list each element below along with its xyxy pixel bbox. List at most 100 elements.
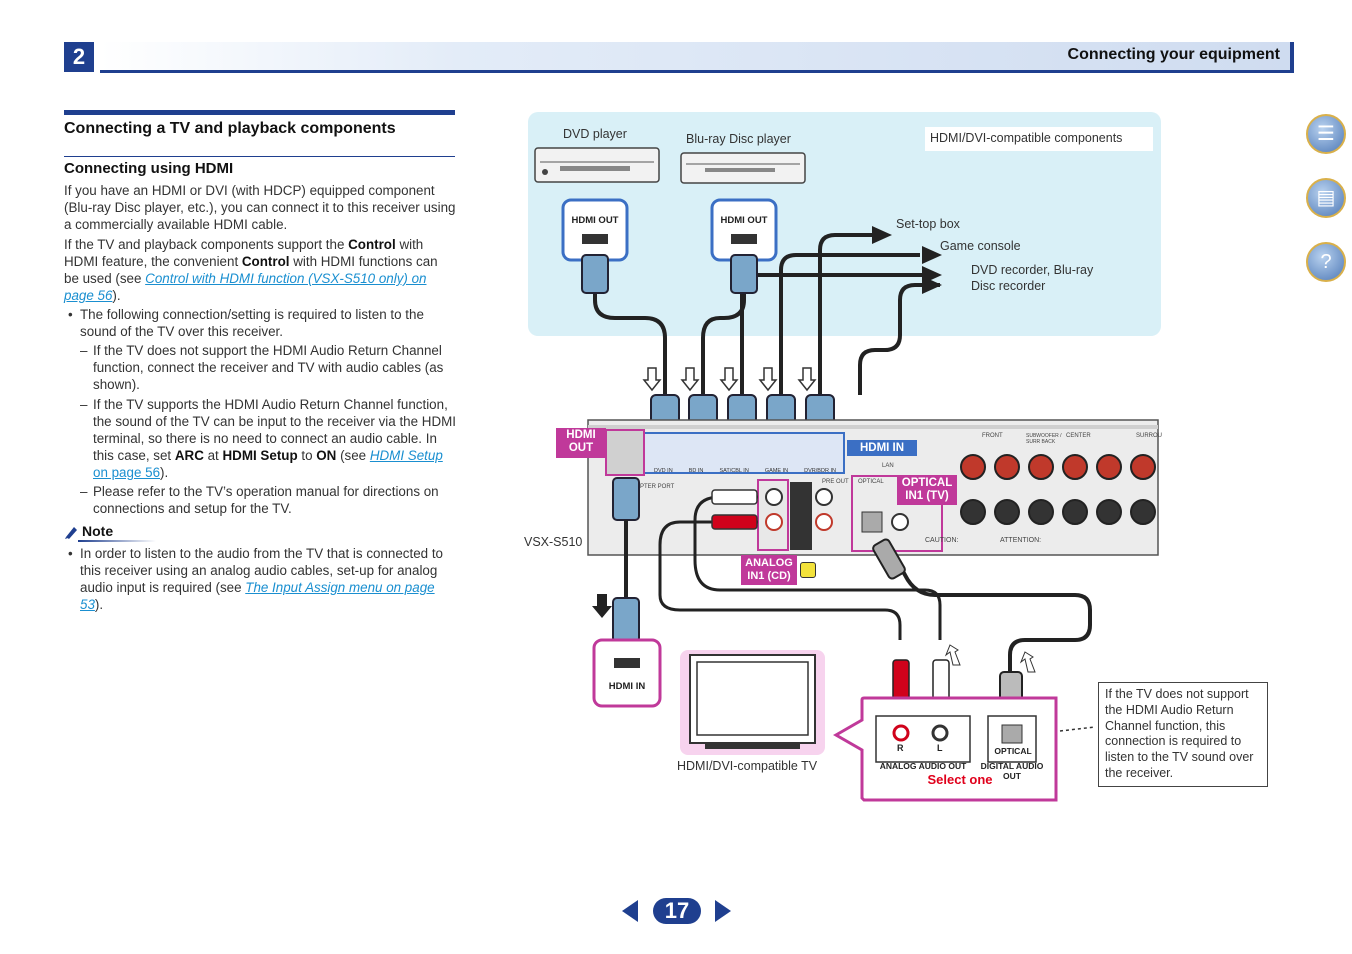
rca-plug-white xyxy=(711,489,758,505)
previous-page-icon[interactable] xyxy=(622,900,638,922)
optical-out-bracket xyxy=(987,715,1037,763)
header-bar: Connecting your equipment xyxy=(100,42,1294,73)
dvd-player-device xyxy=(534,147,660,183)
tv-label: HDMI/DVI-compatible TV xyxy=(677,759,818,773)
pre-out-jack xyxy=(815,513,833,531)
dash-mark: – xyxy=(80,484,88,499)
port-label: LAN xyxy=(882,463,894,469)
bluray-player-label: Blu-ray Disc player xyxy=(686,132,791,146)
bullet-dot: • xyxy=(68,546,73,561)
dvd-hdmi-out-port xyxy=(561,198,629,262)
hdmi-cable xyxy=(779,253,920,395)
tv-screen xyxy=(696,661,809,736)
section-rule xyxy=(64,110,455,115)
tv-hdmi-in-label: HDMI IN xyxy=(608,681,646,692)
digital-audio-out-label: DIGITAL AUDIO OUT xyxy=(980,761,1044,781)
book-icon[interactable]: ☰ xyxy=(1306,114,1346,154)
receiver-model-label: VSX-S510 xyxy=(524,535,583,549)
hdmi-cable xyxy=(818,233,885,395)
arc-note-box: If the TV does not support the HDMI Audi… xyxy=(1098,682,1268,787)
chapter-number: 2 xyxy=(64,42,94,72)
tv-hdmi-in-port xyxy=(592,638,662,708)
note-bullet: • In order to listen to the audio from t… xyxy=(68,546,443,612)
arrow-icon xyxy=(592,594,612,618)
dash-mark: – xyxy=(80,397,88,412)
port-label: PTER PORT xyxy=(640,484,675,490)
optical-cable xyxy=(886,544,1092,680)
hdmi-plug xyxy=(612,477,640,521)
intro-paragraph: If you have an HDMI or DVI (with HDCP) e… xyxy=(64,183,456,232)
dvd-recorder-label: DVD recorder, Blu-ray Disc recorder xyxy=(971,263,1094,293)
dash-mark: – xyxy=(80,343,88,358)
analog-in-tag: ANALOG IN1 (CD) xyxy=(741,555,797,585)
hdmi-out-label: HDMI OUT xyxy=(720,215,768,226)
edit-setting-icon xyxy=(800,562,816,578)
dash-item: – If the TV does not support the HDMI Au… xyxy=(80,343,444,392)
pre-out-jack xyxy=(815,488,833,506)
hdmi-components-label: HDMI/DVI-compatible components xyxy=(930,131,1123,145)
control-paragraph: If the TV and playback components suppor… xyxy=(64,237,438,303)
hdmi-in-tag: HDMI IN xyxy=(847,440,917,456)
next-page-icon[interactable] xyxy=(715,900,731,922)
components-label-box xyxy=(925,127,1153,151)
hdmi-out-tag: HDMI OUT xyxy=(556,428,606,458)
port-label: SURROU xyxy=(1136,433,1163,439)
note-rule xyxy=(78,540,156,542)
remote-icon[interactable]: ▤ xyxy=(1306,178,1346,218)
insert-arrow xyxy=(1019,651,1036,673)
port-label: SUBWOOFER / SURR BACK xyxy=(1026,433,1062,445)
optical-out-label: OPTICAL xyxy=(994,746,1032,756)
link-hdmi-setup-page[interactable]: on page 56 xyxy=(93,465,161,480)
hdmi-socket-icon xyxy=(614,658,640,668)
select-one-label: Select one xyxy=(927,772,993,787)
rca-jack-white xyxy=(931,724,949,742)
page-number: 17 xyxy=(653,898,701,924)
attention-label: ATTENTION: xyxy=(1000,537,1042,544)
set-top-box-label: Set-top box xyxy=(896,217,960,231)
rca-r-label: R xyxy=(897,743,904,753)
bd-hdmi-out-port xyxy=(710,198,778,262)
rca-l-label: L xyxy=(937,743,943,753)
note-leader xyxy=(1059,726,1096,732)
arrow-icon xyxy=(922,276,942,294)
pencil-icon xyxy=(65,527,77,539)
analog-audio-cable xyxy=(658,520,902,640)
rca-plug-red xyxy=(711,514,758,530)
port-label: CENTER xyxy=(1066,433,1091,439)
rca-jack-white xyxy=(765,488,783,506)
link-control-hdmi[interactable]: Control with HDMI function (VSX-S510 onl… xyxy=(64,271,427,303)
bullet-dot: • xyxy=(68,307,73,322)
hdmi-socket-icon xyxy=(582,234,608,244)
hdmi-cable xyxy=(593,260,667,395)
bluray-player-device xyxy=(680,152,806,184)
analog-out-bracket xyxy=(875,715,971,763)
link-input-assign[interactable]: The Input Assign menu on page 53 xyxy=(80,580,435,612)
insert-arrow xyxy=(944,644,961,666)
receiver-rear-panel xyxy=(587,419,1159,556)
analog-audio-out-label: ANALOG AUDIO OUT xyxy=(879,761,967,771)
arrow-icon xyxy=(872,226,892,244)
hdmi-cable xyxy=(858,283,940,395)
port-label: OPTICAL xyxy=(858,479,884,485)
link-hdmi-setup[interactable]: HDMI Setup xyxy=(369,448,443,463)
optical-in-tag: OPTICAL IN1 (TV) xyxy=(897,475,957,505)
hdmi-socket-icon xyxy=(731,234,757,244)
hdmi-out-label: HDMI OUT xyxy=(571,215,619,226)
bullet-item: • The following connection/setting is re… xyxy=(68,307,424,339)
dash-item: – Please refer to the TV’s operation man… xyxy=(80,484,439,516)
optical-plug xyxy=(872,538,906,580)
help-icon[interactable]: ? xyxy=(1306,242,1346,282)
rca-jack-red xyxy=(765,513,783,531)
tv-stand xyxy=(705,743,800,749)
dvd-player-label: DVD player xyxy=(563,127,627,141)
game-console-label: Game console xyxy=(940,239,1021,253)
insert-arrows xyxy=(642,367,817,392)
note-heading: Note xyxy=(64,523,156,542)
subsection-title: Connecting using HDMI xyxy=(64,160,234,177)
hdmi-plug xyxy=(581,254,609,294)
caution-label: CAUTION: xyxy=(925,537,959,544)
port-label: FRONT xyxy=(982,433,1003,439)
dash-item: – If the TV supports the HDMI Audio Retu… xyxy=(80,397,456,480)
optical-jack xyxy=(1001,724,1023,744)
